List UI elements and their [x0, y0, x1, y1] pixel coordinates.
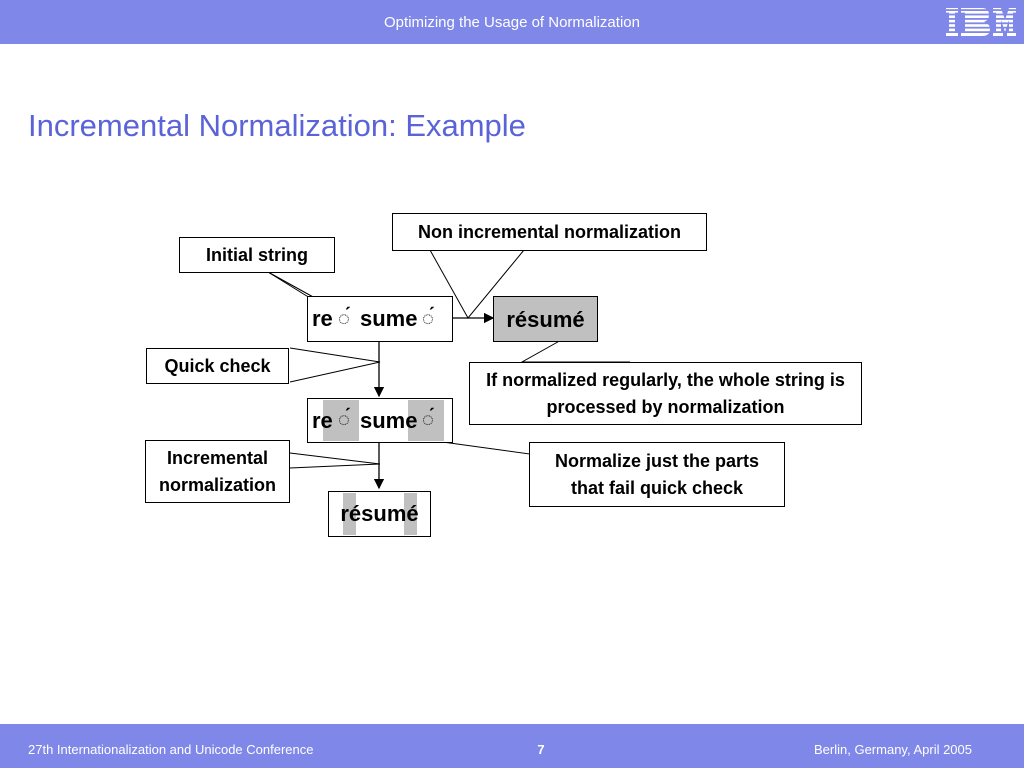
- initial-string-part2: sume: [360, 306, 418, 331]
- presentation-title: Optimizing the Usage of Normalization: [384, 14, 640, 31]
- callout-regular-normalization-text: If normalized regularly, the whole strin…: [486, 369, 845, 417]
- non-incremental-result-text: résumé: [506, 306, 585, 332]
- callout-regular-normalization: If normalized regularly, the whole strin…: [469, 362, 862, 425]
- callout-initial-string: Initial string: [179, 237, 335, 273]
- incremental-result-text: résumé: [340, 501, 419, 526]
- callout-incremental: Incremental normalization: [145, 440, 290, 503]
- initial-string-combining-mark-1: ◌́: [338, 307, 350, 330]
- callout-quick-check-text: Quick check: [164, 355, 271, 376]
- non-incremental-result-box: résumé: [493, 296, 598, 342]
- incremental-result-box: résumé: [328, 491, 431, 537]
- checked-string-part2: sume: [360, 407, 418, 433]
- initial-string-part1: re: [312, 306, 333, 331]
- callout-initial-string-text: Initial string: [205, 244, 308, 265]
- failed-check-highlight-1: [323, 400, 359, 441]
- footer-bar: 27th Internationalization and Unicode Co…: [0, 724, 1024, 768]
- callout-pointer-incremental: [289, 452, 381, 469]
- callout-pointer-normalize-parts: [427, 439, 531, 462]
- callout-incremental-text: Incremental normalization: [158, 447, 276, 495]
- ibm-logo: [946, 8, 1016, 36]
- callout-normalize-parts: Normalize just the parts that fail quick…: [529, 442, 785, 507]
- header-bar: Optimizing the Usage of Normalization: [0, 0, 1024, 44]
- checked-string-combining-mark-2: ◌́: [422, 409, 434, 431]
- conference-name: 27th Internationalization and Unicode Co…: [28, 742, 314, 757]
- callout-pointer-quick-check: [289, 347, 381, 383]
- initial-string-combining-mark-2: ◌́: [422, 307, 434, 330]
- normalized-part-highlight-2: [404, 493, 417, 535]
- callout-normalize-parts-text: Normalize just the parts that fail quick…: [554, 450, 760, 498]
- slide-title: Incremental Normalization: Example: [28, 108, 526, 143]
- callout-non-incremental-text: Non incremental normalization: [417, 221, 682, 242]
- normalized-part-highlight-1: [343, 493, 356, 535]
- checked-string-box: re ◌́ sume ◌́: [307, 398, 453, 443]
- checked-string-part1: re: [312, 407, 333, 433]
- callout-non-incremental: Non incremental normalization: [392, 213, 707, 251]
- initial-string-box: re ◌́ sume ◌́: [307, 296, 453, 342]
- checked-string-combining-mark-1: ◌́: [338, 409, 350, 431]
- page-number: 7: [537, 742, 545, 757]
- location-date: Berlin, Germany, April 2005: [814, 742, 972, 757]
- failed-check-highlight-2: [408, 400, 444, 441]
- callout-quick-check: Quick check: [146, 348, 289, 384]
